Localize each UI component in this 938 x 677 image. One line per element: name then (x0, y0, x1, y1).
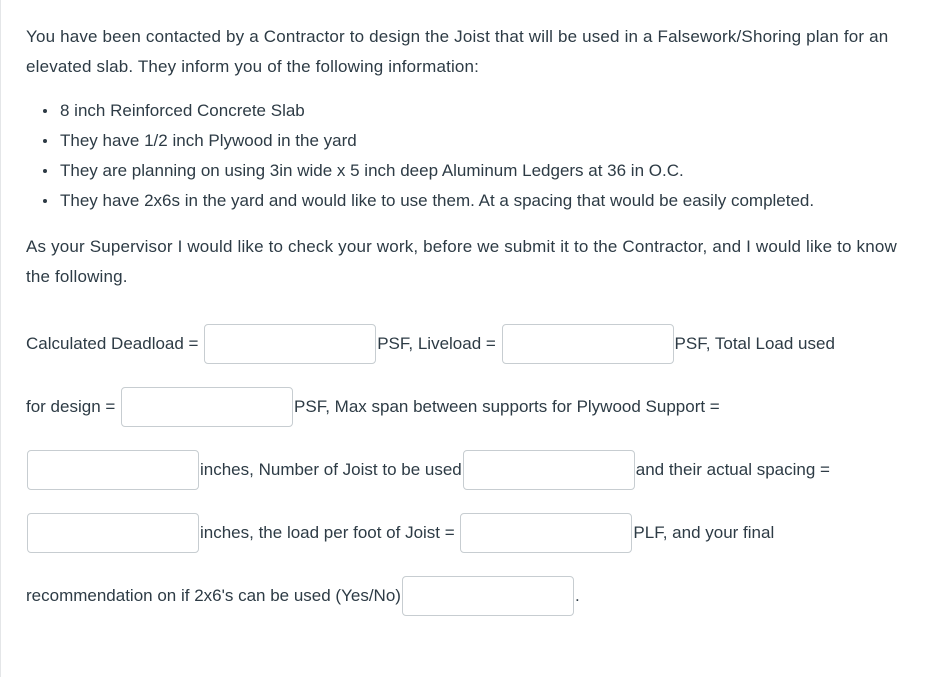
actual-spacing-input[interactable] (27, 512, 199, 553)
answer-row-4: inches, the load per foot of Joist = PLF… (26, 501, 912, 564)
label-inches-number-of-joist: inches, Number of Joist to be used (200, 460, 462, 479)
recommendation-yes-no-input[interactable] (401, 575, 574, 616)
question-intro-paragraph: You have been contacted by a Contractor … (26, 27, 889, 76)
list-item: They are planning on using 3in wide x 5 … (43, 156, 890, 186)
label-for-design: for design = (26, 397, 121, 416)
load-per-foot-of-joist-input[interactable] (460, 512, 633, 553)
label-trailing-period: . (574, 586, 580, 605)
list-item: 8 inch Reinforced Concrete Slab (43, 96, 890, 126)
label-psf-max-span: PSF, Max span between supports for Plywo… (294, 397, 720, 416)
label-plf-and-your-final: PLF, and your final (633, 523, 775, 542)
total-load-for-design-input[interactable] (121, 386, 294, 427)
max-span-plywood-support-input[interactable] (27, 449, 199, 490)
deadload-input[interactable] (204, 323, 377, 364)
label-calculated-deadload: Calculated Deadload = (26, 334, 204, 353)
supervisor-note-paragraph: As your Supervisor I would like to check… (26, 237, 897, 286)
answer-row-1: Calculated Deadload = PSF, Liveload = PS… (26, 312, 912, 375)
label-inches-load-per-foot: inches, the load per foot of Joist = (200, 523, 460, 542)
label-actual-spacing: and their actual spacing = (635, 460, 830, 479)
label-psf-total-load-used: PSF, Total Load used (674, 334, 835, 353)
given-information-list: 8 inch Reinforced Concrete Slab They hav… (26, 96, 912, 216)
answer-row-3: inches, Number of Joist to be used and th… (26, 438, 912, 501)
label-psf-liveload: PSF, Liveload = (377, 334, 501, 353)
label-recommendation: recommendation on if 2x6's can be used (… (26, 586, 401, 605)
number-of-joist-input[interactable] (462, 449, 635, 490)
answer-row-5: recommendation on if 2x6's can be used (… (26, 564, 912, 627)
answer-row-2: for design = PSF, Max span between suppo… (26, 375, 912, 438)
answer-form: Calculated Deadload = PSF, Liveload = PS… (26, 312, 912, 627)
list-item: They have 2x6s in the yard and would lik… (43, 186, 890, 216)
liveload-input[interactable] (501, 323, 674, 364)
list-item: They have 1/2 inch Plywood in the yard (43, 126, 890, 156)
question-content: You have been contacted by a Contractor … (1, 0, 938, 627)
